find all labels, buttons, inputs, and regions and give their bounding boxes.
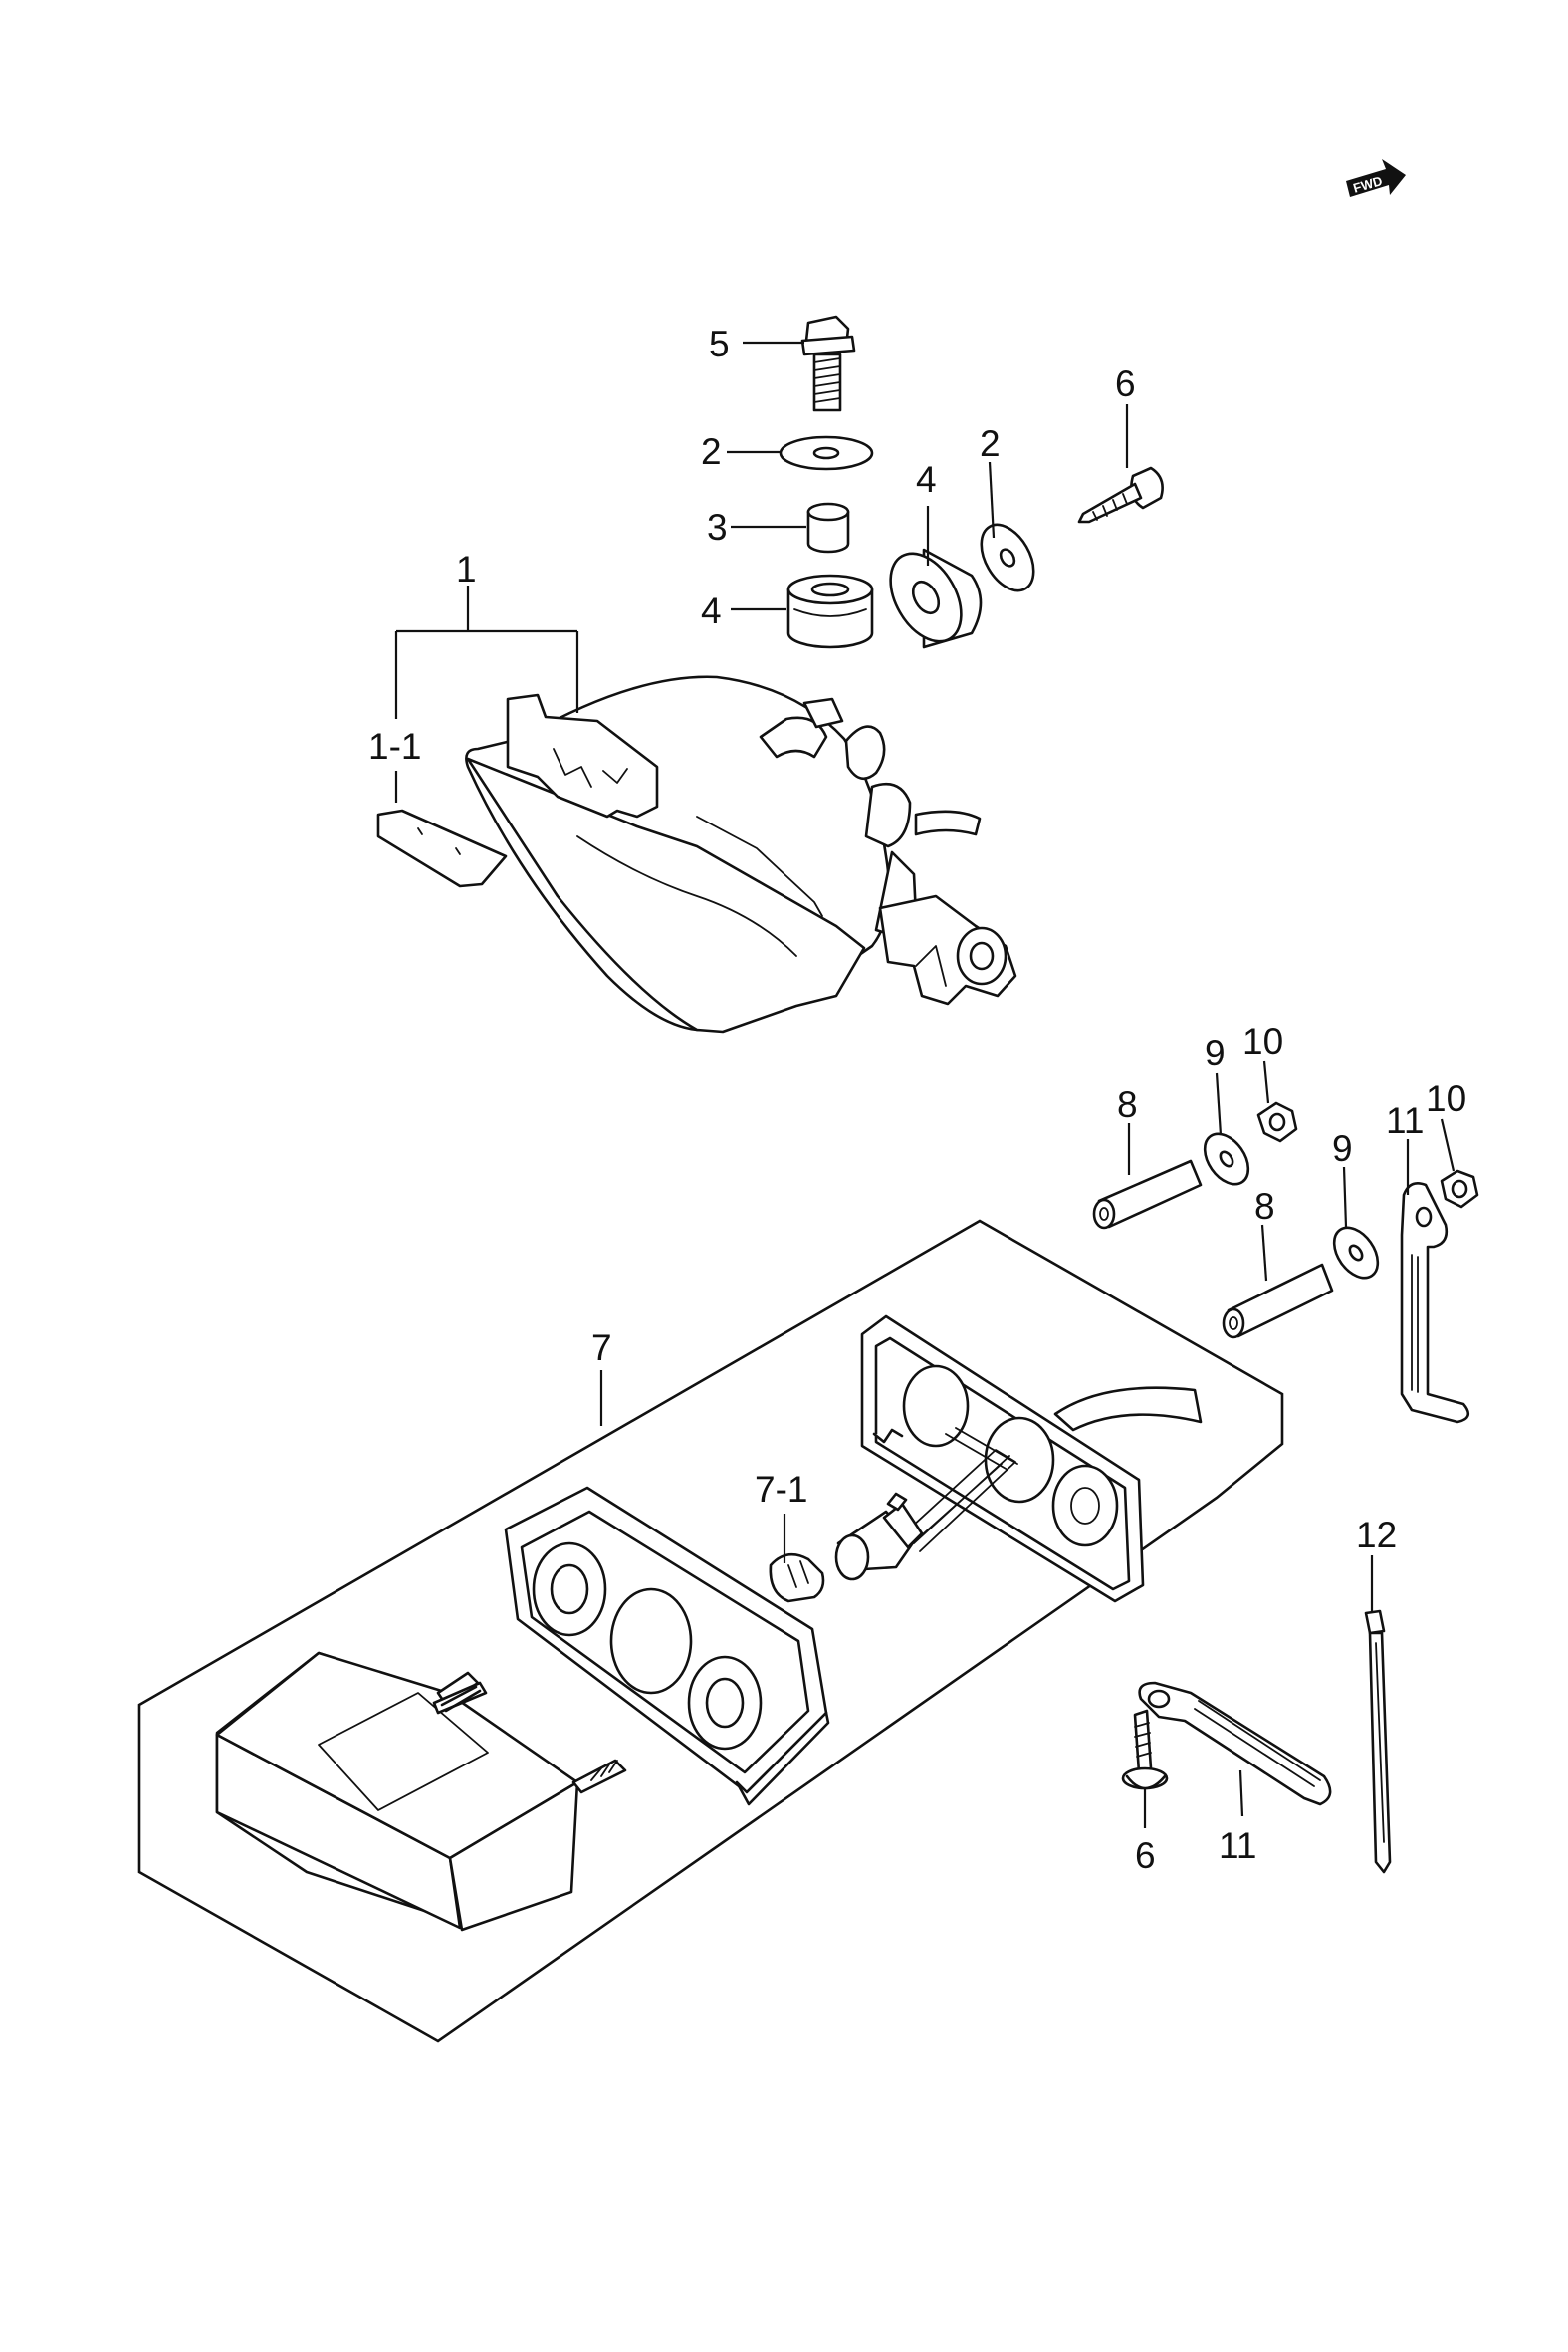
callout-9-lower: 9 [1332,1128,1353,1169]
callout-7: 7 [591,1327,612,1368]
part-7-gasket [860,1314,1203,1603]
part-4-grommet-upright [786,574,874,649]
part-1-1-label [376,809,508,888]
callout-5: 5 [709,324,730,364]
part-1-housing [465,675,1017,1034]
callout-labels: 5 2 3 4 4 2 6 1 1-1 7 7-1 8 8 9 9 10 10 … [368,324,1466,1876]
part-7-lamp-base [504,1486,830,1806]
callout-7-1: 7-1 [755,1469,807,1510]
part-11-bracket-upright [1400,1182,1470,1424]
part-3-collar [806,502,850,554]
leader-lines [394,341,1456,1828]
part-7-socket [834,1449,1016,1581]
part-2-washer-side [980,523,1035,592]
part-6-screw-top [1077,466,1164,524]
part-12-cable-tie [1364,1609,1392,1874]
part-10-nut-upper [1256,1101,1298,1143]
callout-6-lower: 6 [1135,1835,1156,1876]
part-2-washer-top [779,435,874,471]
part-7-lamp-lens [215,1651,627,1932]
fwd-badge: FWD [1346,159,1406,197]
callout-12: 12 [1356,1515,1397,1555]
callout-10-lower: 10 [1426,1078,1466,1119]
callout-11-lower: 11 [1219,1825,1256,1866]
part-9-washer-lower [1332,1226,1380,1280]
part-9-washer-upper [1203,1132,1250,1186]
part-11-bracket-lower [1138,1681,1332,1806]
part-7-assembly [137,1219,1284,2043]
callout-2-side: 2 [980,423,1001,464]
callout-9-upper: 9 [1205,1033,1226,1073]
fwd-label: FWD [1351,173,1384,196]
callout-10-upper: 10 [1242,1021,1283,1061]
fwd-arrow-icon [1346,159,1406,197]
callout-4-side: 4 [916,459,937,500]
callout-2-top: 2 [701,431,722,472]
part-7-1-bulb [769,1552,825,1603]
callout-8-lower: 8 [1254,1186,1275,1227]
part-4-grommet-side [889,548,983,649]
part-10-nut-lower [1440,1169,1479,1209]
part-5-bolt [800,315,856,412]
callout-3: 3 [707,507,728,548]
part-6-screw-lower [1121,1709,1169,1790]
part-8-spacer-lower [1222,1263,1334,1339]
callout-4-upright: 4 [701,590,722,631]
callout-6-top: 6 [1115,363,1136,404]
callout-1: 1 [456,549,477,589]
callout-8-upper: 8 [1117,1084,1138,1125]
callout-1-1: 1-1 [368,726,421,767]
part-8-spacer-upper [1092,1159,1203,1230]
callout-11-upright: 11 [1386,1100,1424,1141]
